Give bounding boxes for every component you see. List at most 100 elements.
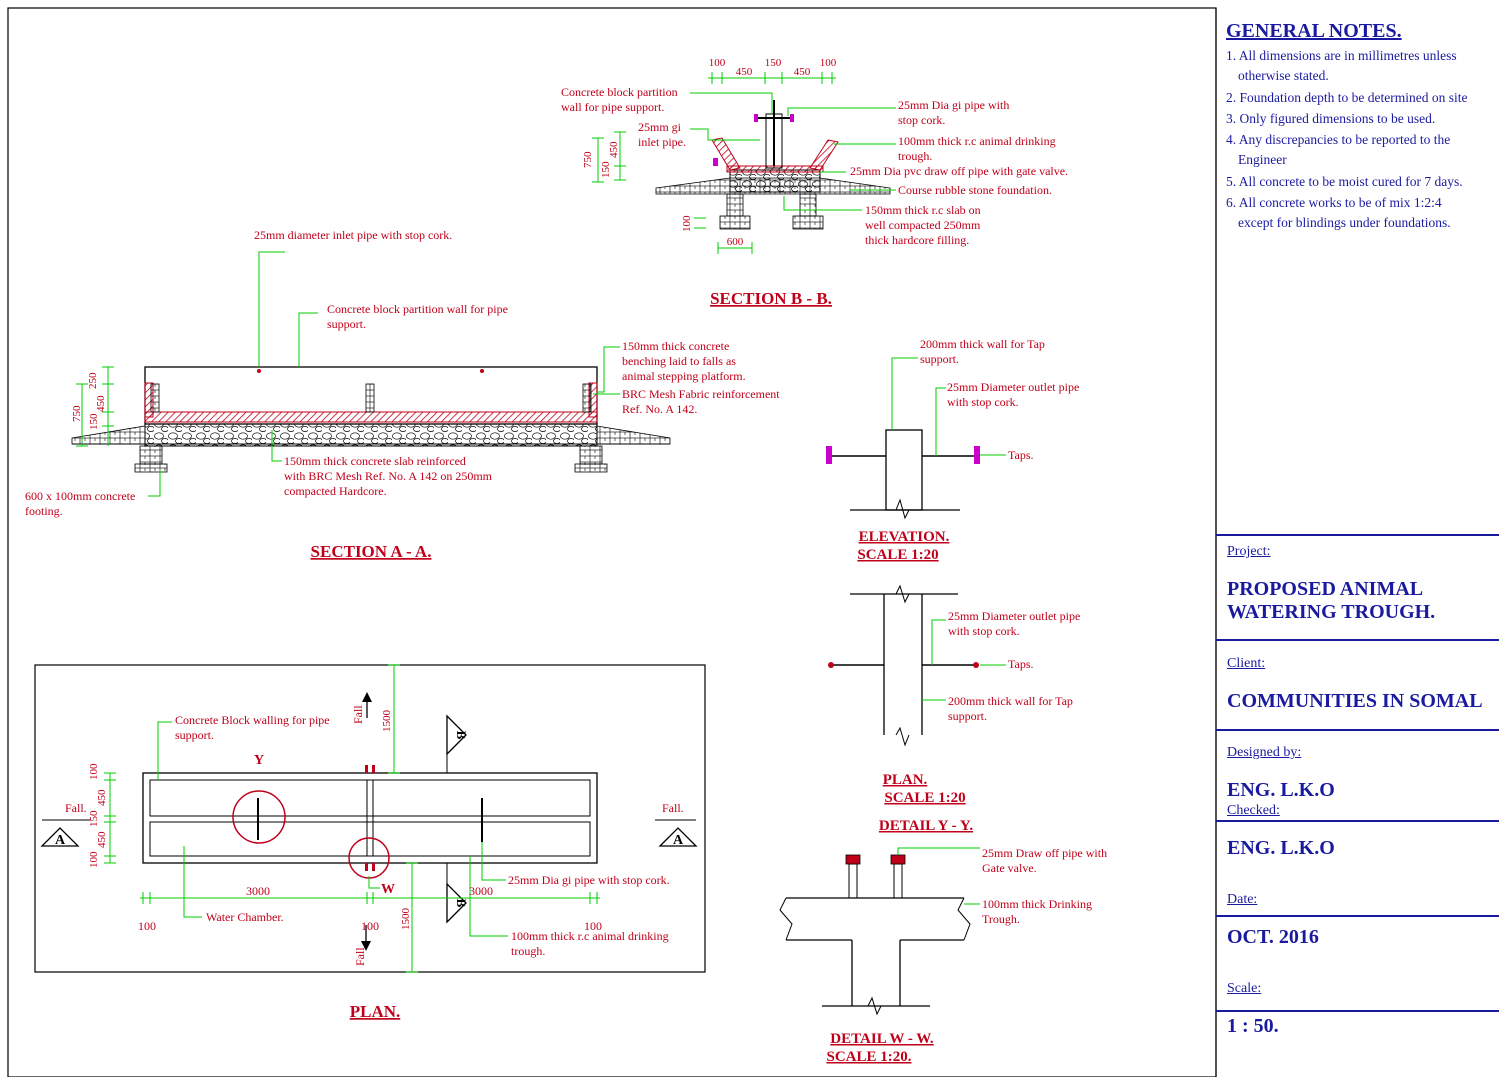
project-value-line1: PROPOSED ANIMAL — [1227, 578, 1424, 600]
scale-value: 1 : 50. — [1227, 1015, 1279, 1037]
fall-bottom: Fall — [353, 947, 367, 966]
fall-top: Fall — [351, 705, 365, 724]
title-plan: PLAN. — [350, 1002, 401, 1021]
label-elev-taps: Taps. — [1008, 448, 1034, 462]
note-3: 3. Only figured dimensions to be used. — [1226, 111, 1436, 126]
dim-aa-150: 150 — [88, 413, 100, 430]
title-section-bb: SECTION B - B. — [710, 289, 832, 308]
marker-b-top: B — [454, 731, 469, 740]
dim-plan-side-450-top: 450 — [96, 789, 108, 806]
client-value: COMMUNITIES IN SOMAL — [1227, 690, 1483, 712]
label-plan-chamber: Water Chamber. — [206, 910, 284, 924]
label-aa-inlet: 25mm diameter inlet pipe with stop cork. — [254, 228, 452, 242]
label-plan-gipipe: 25mm Dia gi pipe with stop cork. — [508, 873, 670, 887]
dim-bb-450-left: 450 — [736, 66, 753, 78]
tb-divider-designed — [1216, 729, 1499, 731]
title-detail-ww: DETAIL W - W. — [830, 1031, 934, 1047]
dim-aa-450: 450 — [95, 395, 107, 412]
title-plan-detail: PLAN. — [883, 772, 928, 788]
checked-value: ENG. L.K.O — [1227, 837, 1335, 859]
client-label: Client: — [1227, 656, 1266, 671]
note-2: 2. Foundation depth to be determined on … — [1226, 90, 1468, 105]
dim-bb-450-right: 450 — [794, 66, 811, 78]
dim-plan-side-450-bottom: 450 — [96, 831, 108, 848]
title-detail-yy: DETAIL Y - Y. — [879, 818, 973, 834]
marker-y: Y — [254, 753, 264, 768]
scale-plan-detail: SCALE 1:20 — [884, 790, 965, 806]
dim-plan-100-mid: 100 — [361, 919, 379, 933]
fall-right: Fall. — [662, 801, 684, 815]
tb-divider-checked — [1216, 820, 1499, 822]
dim-aa-750: 750 — [71, 405, 83, 422]
dim-plan-side-100-top: 100 — [88, 763, 100, 780]
dim-bb-450-side: 450 — [608, 141, 620, 158]
title-section-aa: SECTION A - A. — [311, 542, 432, 561]
dim-bb-600: 600 — [727, 236, 744, 248]
project-label: Project: — [1227, 544, 1271, 559]
note-6: 6. All concrete works to be of mix 1:2:4… — [1226, 195, 1451, 230]
tb-divider-project — [1216, 534, 1499, 536]
dim-aa-250: 250 — [87, 372, 99, 389]
dim-plan-3000-right: 3000 — [469, 884, 493, 898]
marker-a-left: A — [55, 833, 66, 848]
date-label: Date: — [1227, 892, 1258, 907]
note-4: 4. Any discrepancies to be reported to t… — [1226, 132, 1451, 167]
title-block: GENERAL NOTES. 1. All dimensions are in … — [1216, 8, 1499, 1077]
scale-label: Scale: — [1227, 981, 1262, 996]
dim-plan-1500-top: 1500 — [381, 710, 393, 733]
designed-label: Designed by: — [1227, 745, 1302, 760]
scale-elevation: SCALE 1:20 — [857, 547, 938, 563]
tb-divider-date — [1216, 915, 1499, 917]
section-aa: 250 450 150 750 25mm diameter inlet pipe… — [25, 228, 780, 561]
tb-divider-scale — [1216, 1010, 1499, 1012]
dim-bb-150: 150 — [765, 57, 782, 69]
label-plandet-taps: Taps. — [1008, 657, 1034, 671]
section-bb: 100 450 150 450 100 750 150 450 600 100 … — [561, 57, 1068, 308]
dim-plan-100-left: 100 — [138, 919, 156, 933]
checked-label: Checked: — [1227, 803, 1280, 818]
dim-plan-1500-bottom: 1500 — [400, 908, 412, 931]
dim-bb-100-right: 100 — [820, 57, 837, 69]
general-notes-title: GENERAL NOTES. — [1226, 20, 1402, 42]
label-bb-drawoff: 25mm Dia pvc draw off pipe with gate val… — [850, 164, 1068, 178]
project-value-line2: WATERING TROUGH. — [1227, 601, 1436, 623]
title-elevation: ELEVATION. — [859, 529, 950, 545]
note-5: 5. All concrete to be moist cured for 7 … — [1226, 174, 1463, 189]
fall-left: Fall. — [65, 801, 87, 815]
dim-plan-side-150: 150 — [88, 810, 100, 827]
marker-a-right: A — [673, 833, 684, 848]
dim-plan-3000-left: 3000 — [246, 884, 270, 898]
dim-plan-100-right: 100 — [584, 919, 602, 933]
scale-detail-ww: SCALE 1:20. — [826, 1049, 911, 1065]
marker-b-bottom: B — [454, 899, 469, 908]
dim-bb-100-left: 100 — [709, 57, 726, 69]
note-1: 1. All dimensions are in millimetres unl… — [1226, 48, 1457, 83]
tb-divider-client — [1216, 639, 1499, 641]
dim-bb-750: 750 — [582, 151, 594, 168]
date-value: OCT. 2016 — [1227, 926, 1319, 948]
dim-bb-100: 100 — [681, 215, 693, 232]
label-bb-rubble: Course rubble stone foundation. — [898, 183, 1052, 197]
